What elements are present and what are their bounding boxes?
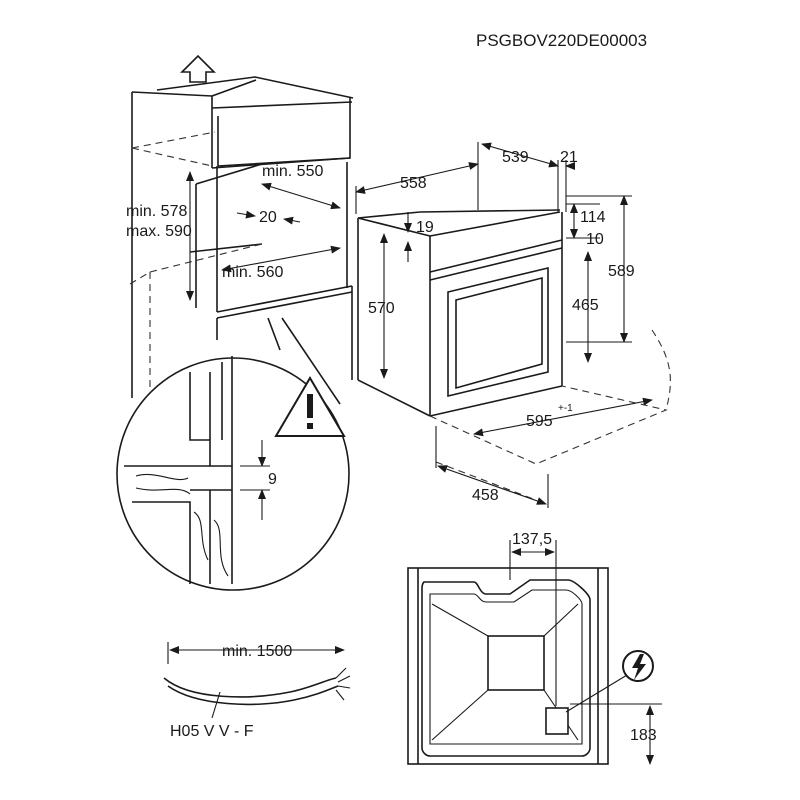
- cable-drawing: min. 1500 H05 V V - F: [163, 642, 351, 740]
- panel-thickness-label: 21: [560, 149, 578, 166]
- height-total-label: 589: [608, 263, 635, 280]
- dim-465-label: 465: [572, 297, 599, 314]
- oven-drawing: 558 539 21 19 570 114 10 465 589 595 +-1…: [355, 142, 671, 508]
- door-depth-label: 458: [472, 487, 499, 504]
- niche-height-max-label: max. 590: [126, 223, 192, 240]
- dim-10-label: 10: [586, 231, 604, 248]
- cabinet-niche: min. 578 max. 590 min. 550 20 min. 560: [126, 54, 354, 398]
- niche-depth-label: min. 550: [262, 163, 323, 180]
- warning-icon: [274, 376, 346, 437]
- arrow-up-icon: [180, 54, 216, 83]
- electric-plug-icon: [622, 650, 654, 682]
- document-code: PSGBOV220DE00003: [476, 31, 647, 50]
- width-label: 595: [526, 413, 553, 430]
- width-tolerance-label: +-1: [558, 403, 573, 414]
- offset-y-label: 183: [630, 727, 657, 744]
- niche-width-label: min. 560: [222, 264, 283, 281]
- dim-114-label: 114: [580, 209, 606, 226]
- top-offset-label: 19: [416, 219, 434, 236]
- cable-type-label: H05 V V - F: [170, 723, 254, 740]
- niche-gap-label: 20: [259, 209, 277, 226]
- depth-total-label: 558: [400, 175, 427, 192]
- detail-magnifier: 9: [116, 317, 350, 591]
- cable-length-label: min. 1500: [222, 643, 292, 660]
- offset-x-label: 137,5: [512, 531, 552, 548]
- niche-height-min-label: min. 578: [126, 203, 187, 220]
- body-height-label: 570: [368, 300, 395, 317]
- depth-body-label: 539: [502, 149, 529, 166]
- clearance-label: 9: [268, 471, 277, 488]
- back-panel-drawing: 137,5 183: [407, 531, 662, 765]
